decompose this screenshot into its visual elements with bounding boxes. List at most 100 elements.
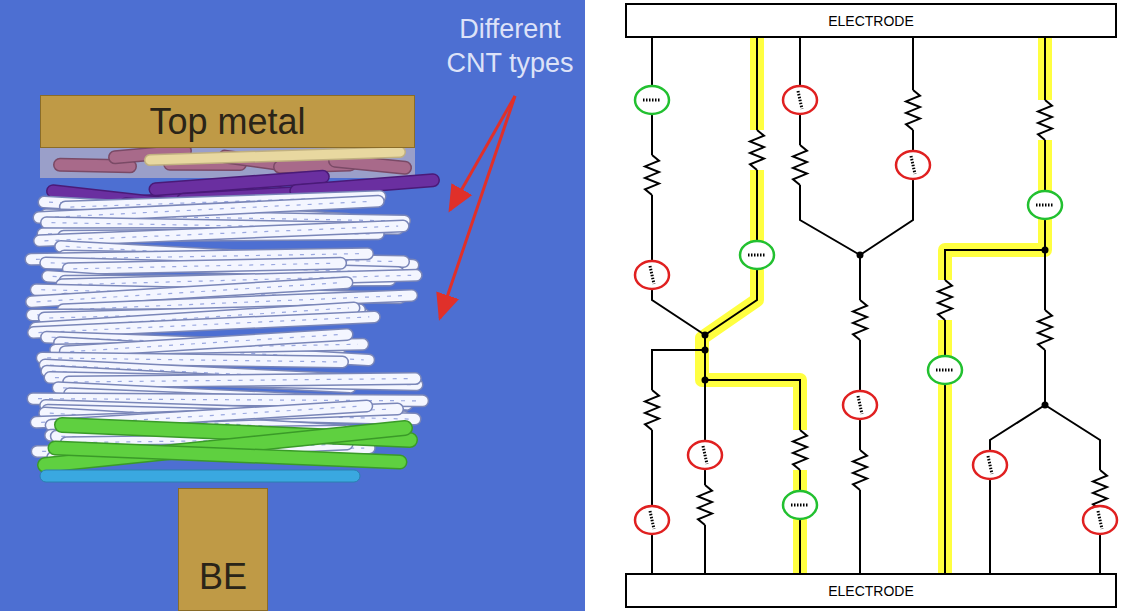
node-label: BE xyxy=(199,556,247,598)
cnt-tube xyxy=(335,161,405,168)
contact-junction xyxy=(635,506,669,534)
cnt-tube-outline xyxy=(39,226,403,241)
wire-mask xyxy=(696,485,714,525)
tunnel-contact xyxy=(858,396,862,414)
electrode-box: ELECTRODE xyxy=(625,573,1117,608)
tunnel-contact xyxy=(650,511,654,529)
wire-mask xyxy=(1091,470,1109,510)
cnt-tube xyxy=(296,180,433,191)
tunnel-contact xyxy=(703,446,707,464)
contact-junction xyxy=(740,241,774,269)
junction-dot xyxy=(1042,402,1049,409)
cnt-tube xyxy=(45,428,405,465)
wire-mask xyxy=(904,90,922,130)
wire-mask xyxy=(748,130,766,170)
tunnel-contact xyxy=(988,456,992,474)
wire-mask xyxy=(791,145,809,185)
contact-junction xyxy=(688,441,722,469)
resistor-symbol xyxy=(698,485,712,525)
contact-junction xyxy=(783,86,817,114)
background-panel xyxy=(0,0,585,611)
tunnel-contact xyxy=(798,91,802,109)
contact-junction xyxy=(843,391,877,419)
wire-mask xyxy=(936,280,954,320)
contact-junction xyxy=(635,86,669,114)
cnt-texture xyxy=(73,263,335,269)
resistor-symbol xyxy=(906,90,920,130)
resistor-symbol xyxy=(853,300,867,340)
tunnel-contact xyxy=(1036,204,1054,207)
junction-dot xyxy=(1042,247,1049,254)
resistor-symbol xyxy=(1093,470,1107,510)
cnt-texture xyxy=(44,226,398,241)
wire-mask xyxy=(643,155,661,195)
pointer-arrow xyxy=(440,96,515,318)
tunnel-contact xyxy=(911,156,915,174)
junction-dot xyxy=(857,252,864,259)
wire-mask xyxy=(851,450,869,490)
cnt-tube xyxy=(68,263,340,269)
tunnel-contact xyxy=(650,266,654,284)
cnt-tube-outline xyxy=(68,263,340,269)
contact-junction xyxy=(783,491,817,519)
resistor-symbol xyxy=(793,145,807,185)
junction-dot xyxy=(702,332,709,339)
cnt-texture xyxy=(70,334,342,351)
cnt-tube-outline xyxy=(60,165,130,167)
resistor-symbol xyxy=(793,430,807,470)
node-label: Top metal xyxy=(149,101,305,143)
cnt-tube xyxy=(60,165,130,167)
contact-junction xyxy=(973,451,1007,479)
resistor-symbol xyxy=(1038,100,1052,140)
circuit-wire xyxy=(860,38,913,255)
circuit-wire xyxy=(705,380,800,573)
bottom-electrode: BE xyxy=(178,488,268,611)
cnt-tube xyxy=(69,379,416,382)
circuit-wire xyxy=(945,38,1045,573)
circuit-wire xyxy=(990,405,1045,573)
cnt-tube xyxy=(65,334,347,351)
tunnel-contact xyxy=(791,504,809,507)
contact-junction xyxy=(635,261,669,289)
tunnel-contact xyxy=(643,99,661,102)
junction-dot xyxy=(702,377,709,384)
wire-mask xyxy=(791,430,809,470)
resistor-symbol xyxy=(853,450,867,490)
circuit-wire xyxy=(705,38,757,335)
contact-junction xyxy=(896,151,930,179)
resistor-symbol xyxy=(645,155,659,195)
highlight-path xyxy=(702,38,800,573)
cnt-tube-outline xyxy=(296,180,433,191)
highlight-path xyxy=(945,38,1045,573)
cnt-texture xyxy=(74,379,411,382)
interface-layer xyxy=(40,148,415,178)
cnt-tube xyxy=(39,201,378,217)
cnt-tube xyxy=(39,226,403,241)
tunnel-contact xyxy=(748,254,766,257)
resistor-symbol xyxy=(645,390,659,430)
tunnel-contact xyxy=(1098,511,1102,529)
wire-mask xyxy=(1036,100,1054,140)
contact-junction xyxy=(1083,506,1117,534)
cnt-tube-outline xyxy=(55,448,400,462)
wire-mask xyxy=(1036,310,1054,350)
callout-label: Different CNT types xyxy=(435,12,585,80)
cnt-tube xyxy=(150,152,400,160)
cnt-texture xyxy=(44,201,373,217)
contact-junction xyxy=(928,356,962,384)
cnt-tube-outline xyxy=(335,161,405,168)
tunnel-contact xyxy=(936,369,954,372)
node-label: ELECTRODE xyxy=(828,13,914,29)
bottom-cnt-layer xyxy=(40,470,360,482)
wire-mask xyxy=(643,390,661,430)
cnt-tube xyxy=(55,448,400,462)
top-metal-contact: Top metal xyxy=(40,95,415,148)
cnt-tube-outline xyxy=(45,428,405,465)
electrode-box: ELECTRODE xyxy=(625,3,1117,38)
junction-dot xyxy=(702,347,709,354)
cnt-tube-outline xyxy=(39,201,378,217)
